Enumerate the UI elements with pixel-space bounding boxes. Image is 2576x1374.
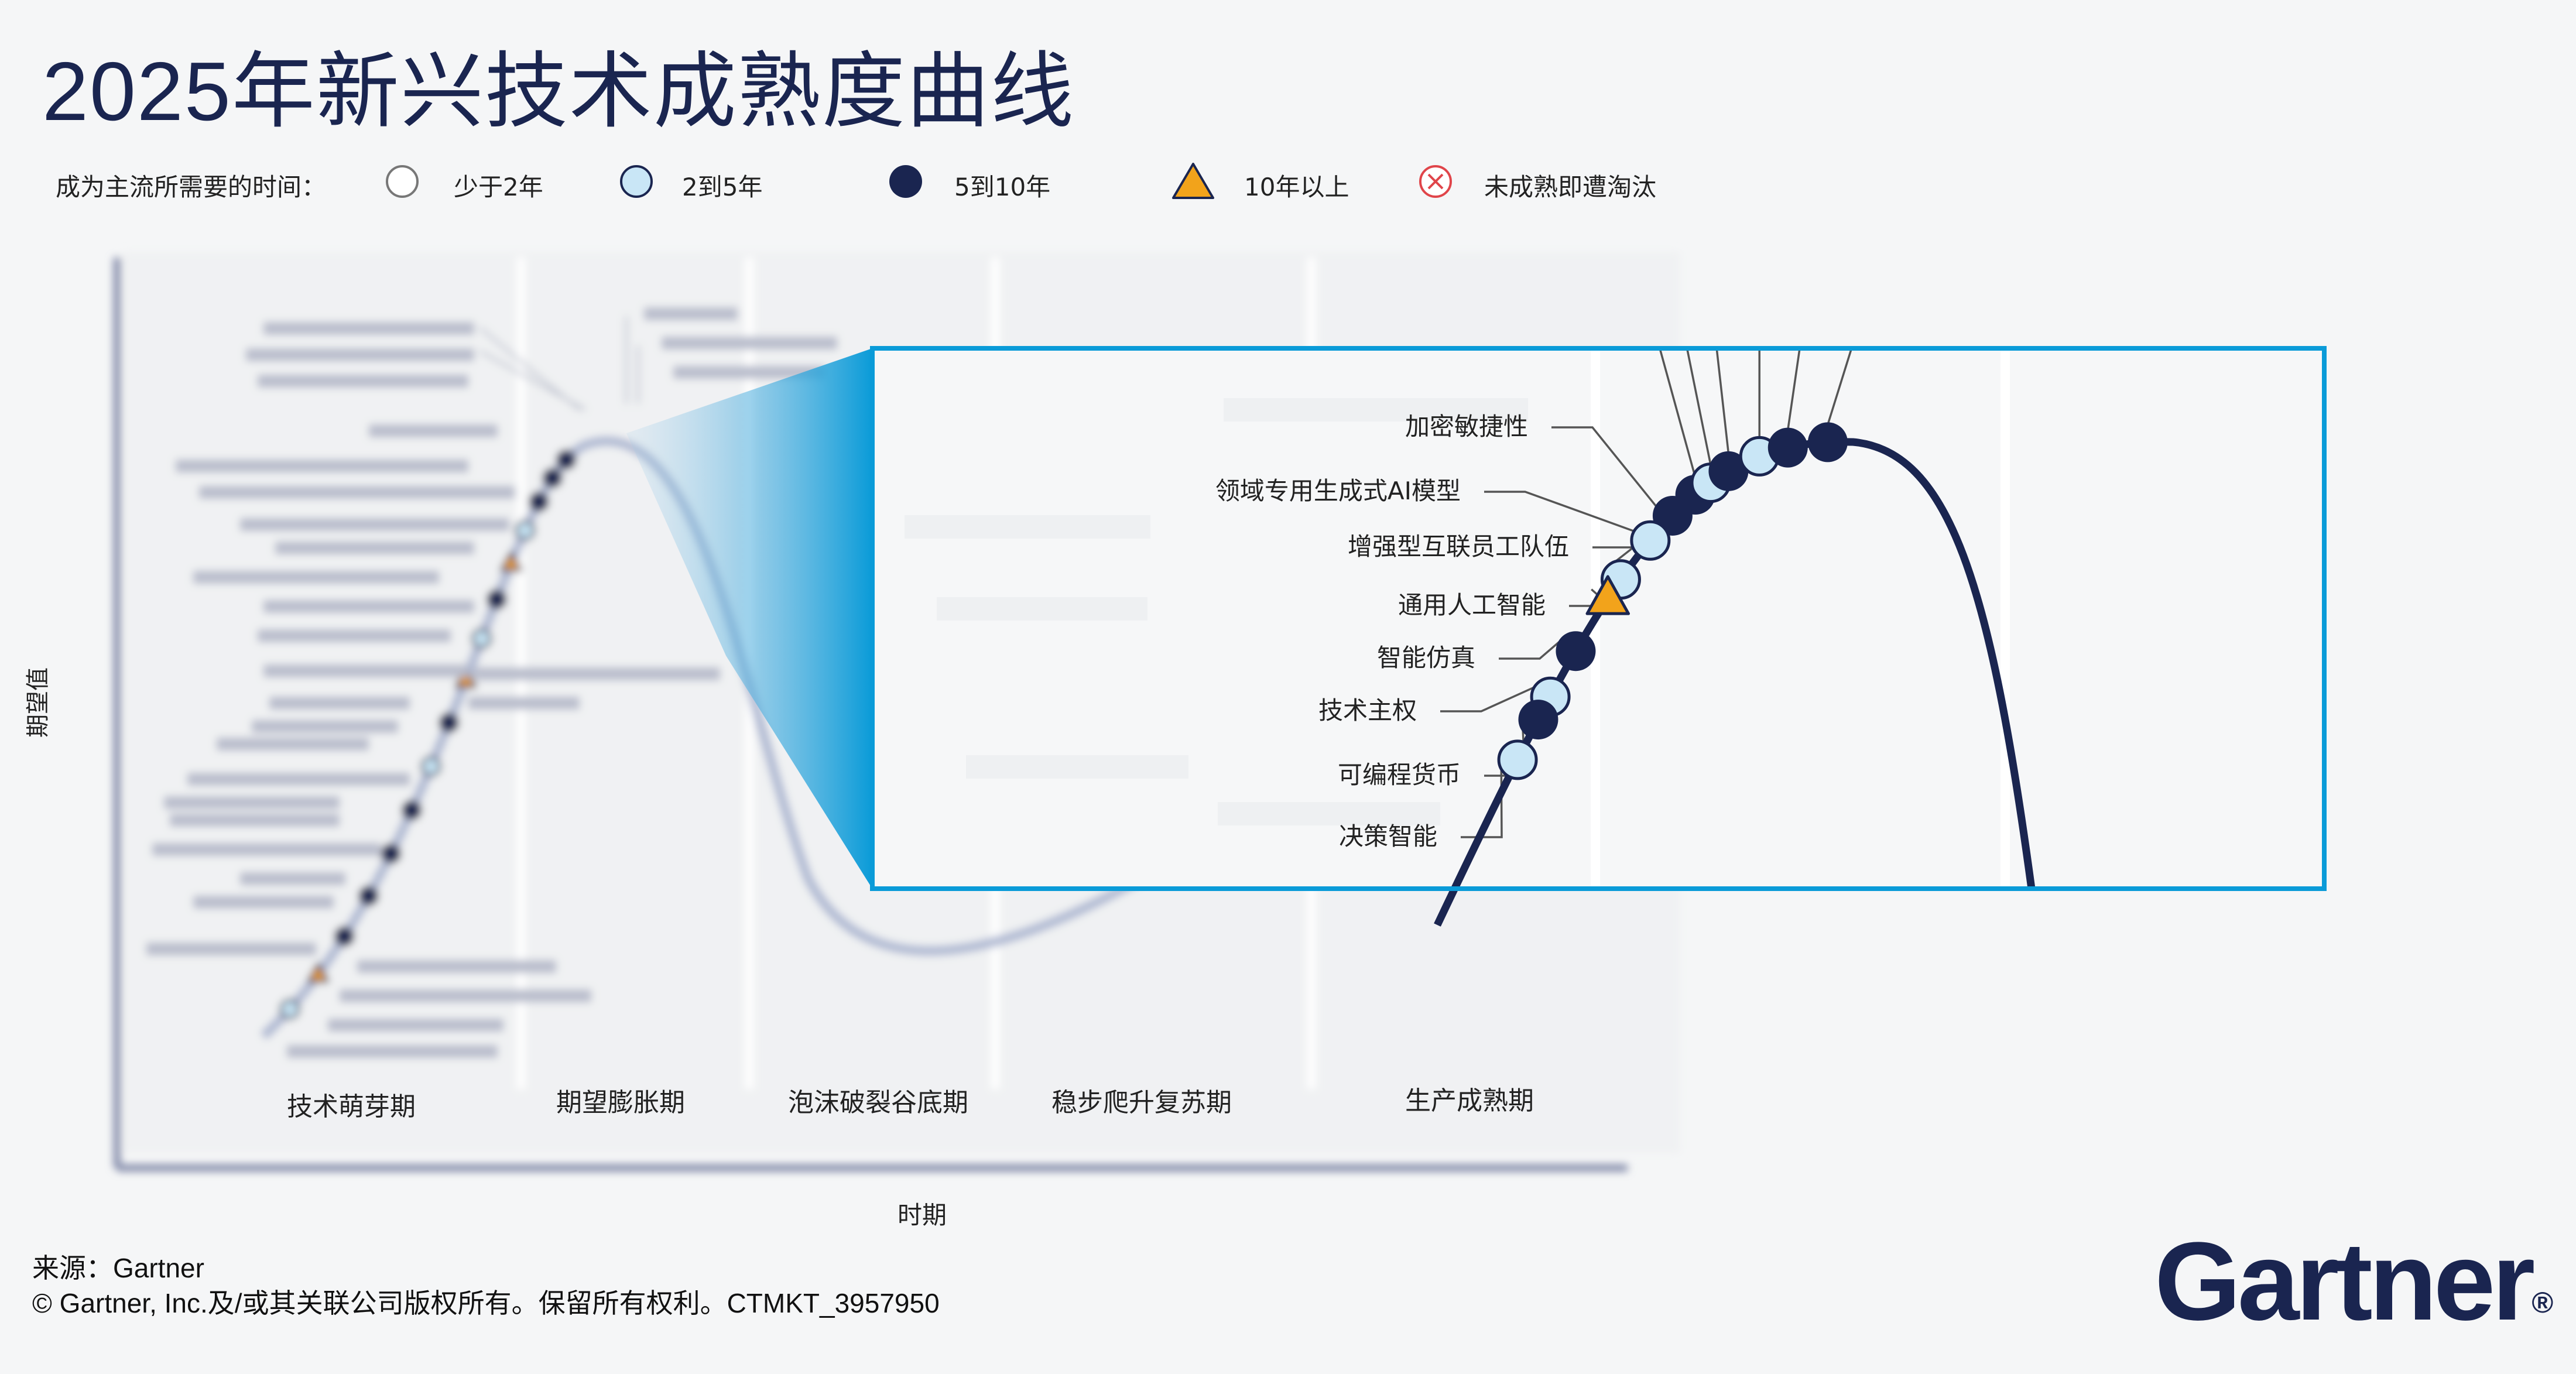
background-marker xyxy=(542,468,563,488)
point-label: 可编程货币 xyxy=(1338,760,1461,789)
light-blue-circle-icon xyxy=(620,165,653,198)
background-marker xyxy=(556,450,577,470)
background-marker xyxy=(420,756,441,777)
background-marker xyxy=(487,589,507,609)
point-label: 智能仿真 xyxy=(1377,643,1475,672)
background-marker xyxy=(471,628,492,649)
legend: 成为主流所需要的时间： 少于2年 2到5年 5到10年 10年以上 未成熟即遭淘… xyxy=(56,158,1753,205)
gartner-logo: Gartner® xyxy=(2154,1218,2553,1345)
background-marker xyxy=(307,962,330,983)
background-marker xyxy=(515,520,536,541)
background-marker xyxy=(529,492,549,512)
phase-label-trigger: 技术萌芽期 xyxy=(287,1092,416,1122)
phase-label-trough: 泡沫破裂谷底期 xyxy=(788,1088,968,1118)
legend-label-2-5: 2到5年 xyxy=(682,173,763,201)
legend-prefix: 成为主流所需要的时间： xyxy=(56,173,327,201)
logo-wordmark: Gartner xyxy=(2154,1219,2535,1344)
open-circle-icon xyxy=(386,165,419,198)
phase-label-slope: 稳步爬升复苏期 xyxy=(1051,1088,1232,1118)
peak-marker xyxy=(1807,422,1848,462)
legend-label-over-10: 10年以上 xyxy=(1244,173,1349,201)
pt-sgqn54fjuijpk8qph9-marker xyxy=(1585,575,1630,615)
point-label: 领域专用生成式AI模型 xyxy=(1215,477,1461,505)
background-marker xyxy=(454,668,477,688)
zoom-leader-lines xyxy=(1440,349,1852,838)
orange-triangle-icon xyxy=(1172,163,1214,199)
background-marker xyxy=(439,712,459,733)
background-marker xyxy=(402,800,422,821)
phase-label-plateau: 生产成熟期 xyxy=(1405,1086,1534,1116)
background-marker xyxy=(334,926,355,947)
peak-marker xyxy=(1767,427,1808,468)
legend-label-under-2: 少于2年 xyxy=(454,173,543,201)
background-marker xyxy=(279,999,300,1020)
y-axis-label: 期望值 xyxy=(25,667,52,738)
point-label: 通用人工智能 xyxy=(1398,591,1546,619)
red-x-circle-icon xyxy=(1419,165,1452,198)
pt-gkvp3qo3vrvrikh-marker xyxy=(1518,700,1558,740)
logo-registered-mark: ® xyxy=(2532,1286,2554,1319)
zoom-panel: 加密敏捷性领域专用生成式AI模型增强型互联员工队伍通用人工智能智能仿真技术主权可… xyxy=(870,346,2327,927)
pt-u4mhcvff7n54n4vjdcirz1t2-marker xyxy=(1630,520,1671,561)
background-marker xyxy=(381,844,401,864)
point-label: 决策智能 xyxy=(1339,822,1437,851)
phase-label-peak: 期望膨胀期 xyxy=(556,1088,685,1118)
pt-g4zod2k8qph9-marker xyxy=(1497,739,1538,780)
legend-label-obsolete: 未成熟即遭淘汰 xyxy=(1484,173,1657,201)
dark-navy-circle-icon xyxy=(889,165,922,198)
chart-title: 2025年新兴技术成熟度曲线 xyxy=(42,45,1075,138)
legend-label-5-10: 5到10年 xyxy=(954,173,1051,201)
background-marker xyxy=(500,551,523,572)
point-label: 技术主权 xyxy=(1318,696,1417,725)
copyright-note: © Gartner, Inc.及/或其关联公司版权所有。保留所有权利。CTMKT… xyxy=(32,1288,940,1318)
zoom-funnel xyxy=(626,348,872,889)
point-label: 加密敏捷性 xyxy=(1405,412,1528,441)
background-marker xyxy=(358,886,379,906)
source-note: 来源：Gartner xyxy=(32,1253,204,1283)
pt-k8qph9flrnj3-marker xyxy=(1556,631,1596,671)
peak-marker xyxy=(1708,451,1749,491)
point-label: 增强型互联员工队伍 xyxy=(1348,532,1569,561)
zoom-panel-frame xyxy=(870,346,2327,891)
x-axis-label: 时期 xyxy=(898,1201,947,1229)
